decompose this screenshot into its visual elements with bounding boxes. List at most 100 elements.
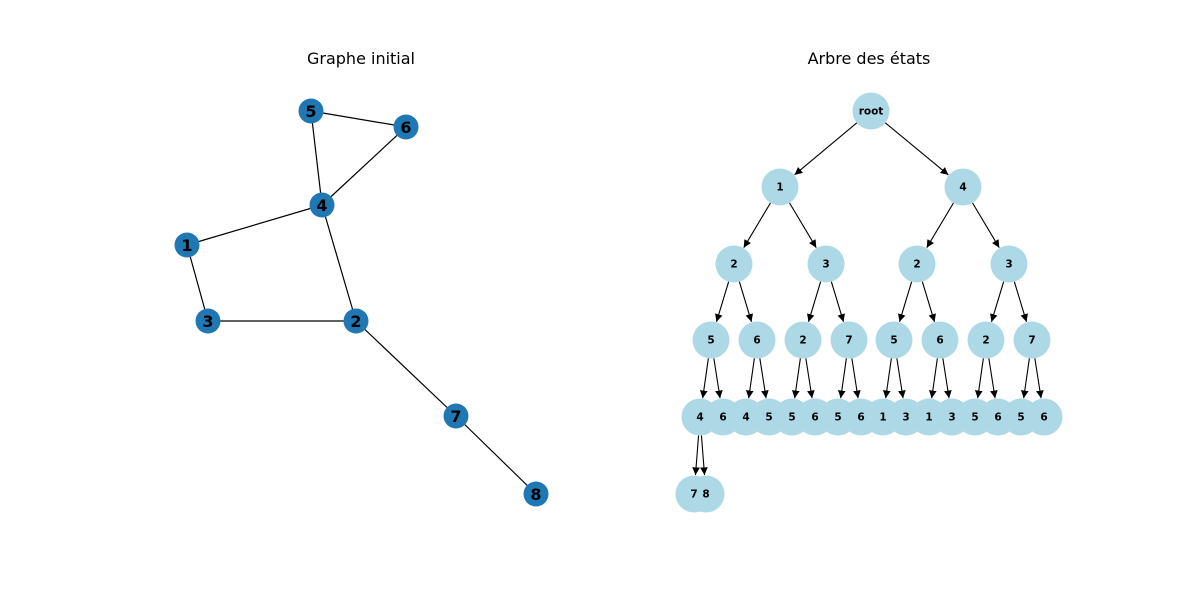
initial-graph-panel: Graphe initial 1 2 3 4 5 6 7 8 xyxy=(174,49,549,507)
tree-edge-b3-c7 xyxy=(830,281,845,322)
tree-edge-c5-d1 xyxy=(699,358,709,399)
tree-node-label: 5 xyxy=(971,412,978,424)
tree-node-label: 3 xyxy=(902,412,909,424)
graph-node-3 xyxy=(195,308,221,334)
tree-edge-c5x-d10 xyxy=(896,358,906,399)
tree-node-label: 1 xyxy=(925,412,932,424)
tree-node-label: 7 xyxy=(690,489,697,501)
graph-node-8 xyxy=(523,481,549,507)
tree-edge-d1-e7 xyxy=(692,435,700,476)
tree-node-label: root xyxy=(859,106,884,118)
tree-node-label: 5 xyxy=(1017,412,1024,424)
tree-edge-b3x-c2x xyxy=(990,281,1005,322)
graph-node-label: 1 xyxy=(181,236,192,255)
initial-graph-title: Graphe initial xyxy=(307,49,415,68)
tree-edge-c7-d7 xyxy=(837,358,847,399)
tree-edge-c5-d2 xyxy=(713,358,723,399)
tree-node-b3 xyxy=(807,245,845,283)
tree-node-label: 6 xyxy=(857,412,864,424)
tree-edge-c5x-d9 xyxy=(882,358,892,399)
tree-node-label: 6 xyxy=(1040,412,1047,424)
tree-node-d16 xyxy=(1025,398,1063,436)
tree-node-label: 1 xyxy=(776,182,783,194)
tree-node-label: 7 xyxy=(845,335,852,347)
graph-edge-2-7 xyxy=(355,320,457,417)
tree-node-e8 xyxy=(687,475,725,513)
tree-node-label: 4 xyxy=(696,412,703,424)
tree-node-c2 xyxy=(784,321,822,359)
tree-node-b2x xyxy=(898,245,936,283)
tree-edge-root-a4 xyxy=(884,122,949,176)
tree-node-label: 2 xyxy=(913,259,920,271)
tree-edge-b2x-c6x xyxy=(921,281,936,322)
tree-node-label: 5 xyxy=(834,412,841,424)
tree-node-c7 xyxy=(830,321,868,359)
initial-graph-nodes: 1 2 3 4 5 6 7 8 xyxy=(174,98,549,507)
tree-node-label: 6 xyxy=(753,335,760,347)
tree-node-label: 5 xyxy=(788,412,795,424)
tree-node-label: 3 xyxy=(948,412,955,424)
tree-node-label: 4 xyxy=(959,182,966,194)
graph-node-label: 7 xyxy=(450,407,461,426)
tree-edge-a4-b2x xyxy=(926,202,954,248)
tree-edge-d1-e8 xyxy=(700,435,708,476)
tree-node-c2x xyxy=(967,321,1005,359)
state-tree-title: Arbre des états xyxy=(808,49,931,68)
tree-edge-b3-c2 xyxy=(807,281,822,322)
tree-edge-c7x-d15 xyxy=(1020,358,1030,399)
tree-node-label: 5 xyxy=(765,412,772,424)
tree-node-c6x xyxy=(921,321,959,359)
tree-node-a4 xyxy=(944,168,982,206)
tree-edge-c2x-d13 xyxy=(974,358,984,399)
tree-edge-b3x-c7x xyxy=(1013,281,1028,322)
tree-edge-c2x-d14 xyxy=(988,358,998,399)
tree-edge-c6x-d12 xyxy=(942,358,952,399)
tree-node-label: 8 xyxy=(702,489,709,501)
graph-edge-1-3 xyxy=(186,244,209,322)
graph-node-label: 3 xyxy=(202,312,213,331)
tree-node-label: 5 xyxy=(890,335,897,347)
graph-node-7 xyxy=(443,403,469,429)
graph-node-label: 6 xyxy=(400,118,411,137)
tree-node-label: 3 xyxy=(1005,259,1012,271)
tree-node-label: 6 xyxy=(936,335,943,347)
tree-edge-c2-d5 xyxy=(791,358,801,399)
tree-edge-c2-d6 xyxy=(805,358,815,399)
tree-edge-c6-d3 xyxy=(745,358,755,399)
tree-node-root xyxy=(852,92,890,130)
tree-edge-c7-d8 xyxy=(851,358,861,399)
graph-node-2 xyxy=(343,308,369,334)
tree-edge-a4-b3x xyxy=(972,202,1000,248)
tree-edge-c7x-d16 xyxy=(1034,358,1044,399)
tree-node-label: 7 xyxy=(1028,335,1035,347)
tree-node-b2 xyxy=(715,245,753,283)
graph-node-label: 8 xyxy=(530,485,541,504)
tree-node-label: 6 xyxy=(811,412,818,424)
tree-edge-root-a1 xyxy=(794,122,858,176)
tree-node-label: 2 xyxy=(982,335,989,347)
graph-edge-5-4 xyxy=(310,110,323,206)
graph-edge-4-1 xyxy=(186,204,323,246)
tree-edge-a1-b3 xyxy=(789,202,817,248)
tree-node-c6 xyxy=(738,321,776,359)
graph-node-6 xyxy=(393,114,419,140)
graph-node-5 xyxy=(298,98,324,124)
tree-node-c7x xyxy=(1013,321,1051,359)
graph-node-1 xyxy=(174,232,200,258)
graph-edge-4-2 xyxy=(321,204,357,322)
graph-node-label: 2 xyxy=(350,312,361,331)
graph-node-label: 4 xyxy=(316,196,327,215)
graph-node-label: 5 xyxy=(305,102,316,121)
tree-edge-b2-c5 xyxy=(715,281,730,322)
graph-edge-7-8 xyxy=(455,415,537,495)
tree-node-label: 5 xyxy=(707,335,714,347)
tree-edge-b2x-c5x xyxy=(898,281,913,322)
graph-edge-6-4 xyxy=(321,126,407,206)
tree-node-c5 xyxy=(692,321,730,359)
graph-edge-5-6 xyxy=(310,110,407,128)
tree-node-label: 4 xyxy=(742,412,749,424)
tree-edge-c6x-d11 xyxy=(928,358,938,399)
